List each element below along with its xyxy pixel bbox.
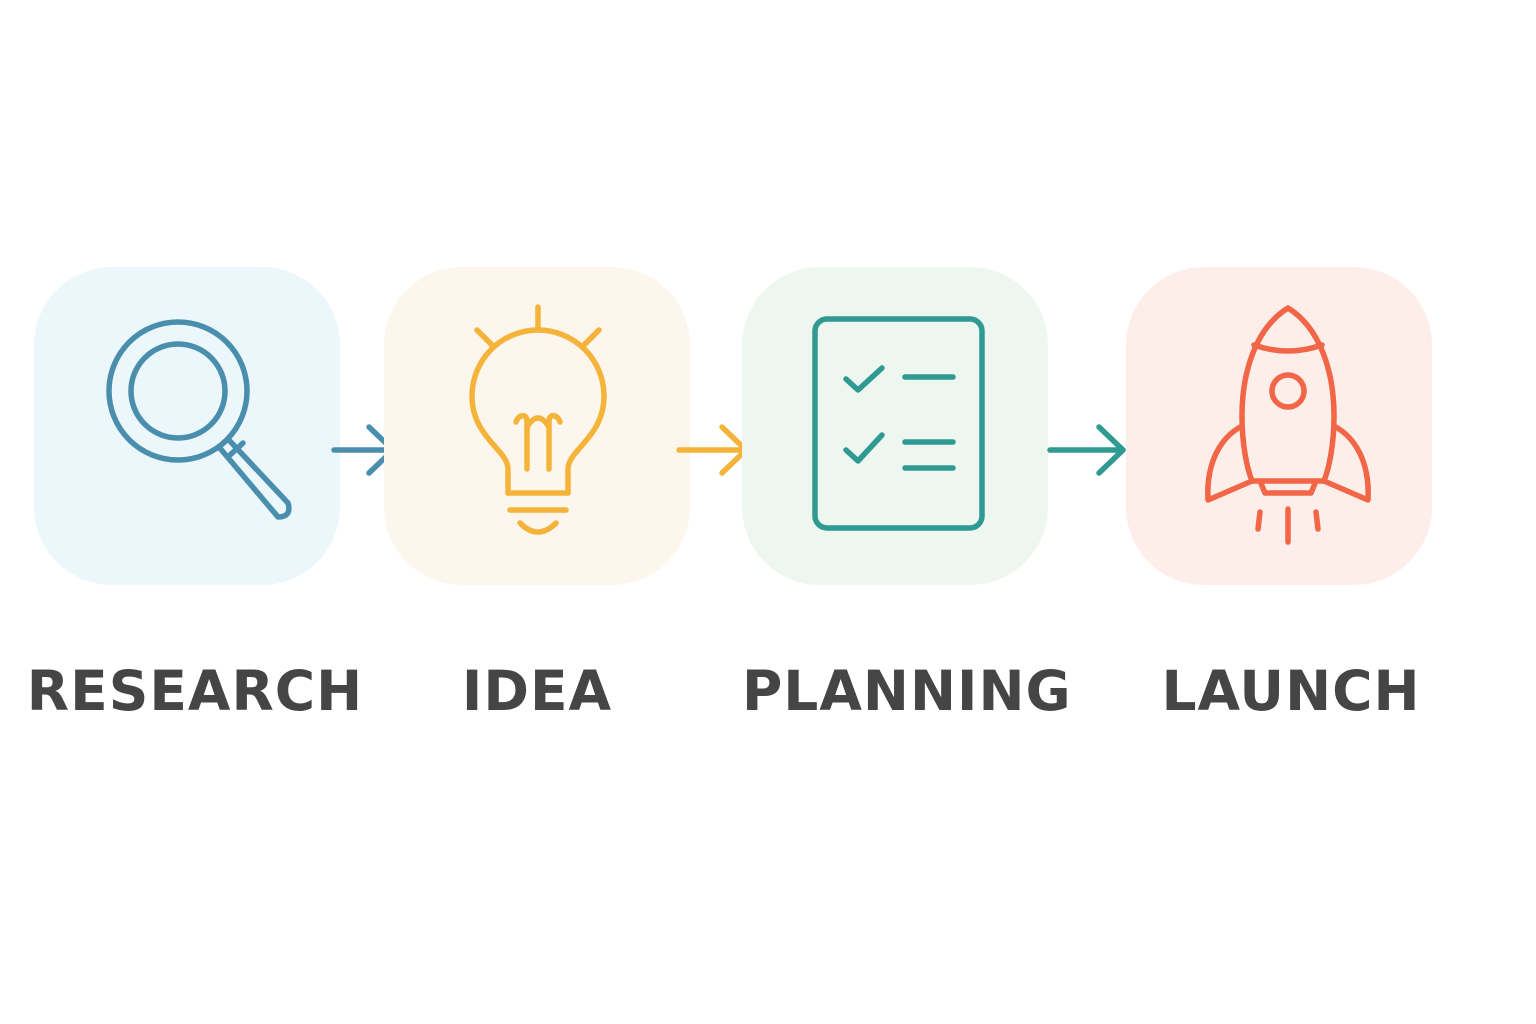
research-step-tile [34, 267, 340, 585]
checklist-icon [812, 316, 985, 531]
launch-step-tile [1126, 267, 1432, 585]
rocket-icon [1205, 305, 1371, 545]
arrow-right-icon [676, 424, 749, 476]
idea-step-tile [384, 267, 690, 585]
planning-label: PLANNING [742, 659, 1072, 723]
research-label: RESEARCH [26, 659, 364, 723]
idea-label: IDEA [461, 659, 613, 723]
planning-step-tile [742, 267, 1048, 585]
launch-label: LAUNCH [1161, 659, 1421, 723]
lightbulb-icon [469, 304, 607, 535]
magnifying-glass-icon [106, 319, 292, 520]
arrow-right-icon [1047, 424, 1126, 476]
